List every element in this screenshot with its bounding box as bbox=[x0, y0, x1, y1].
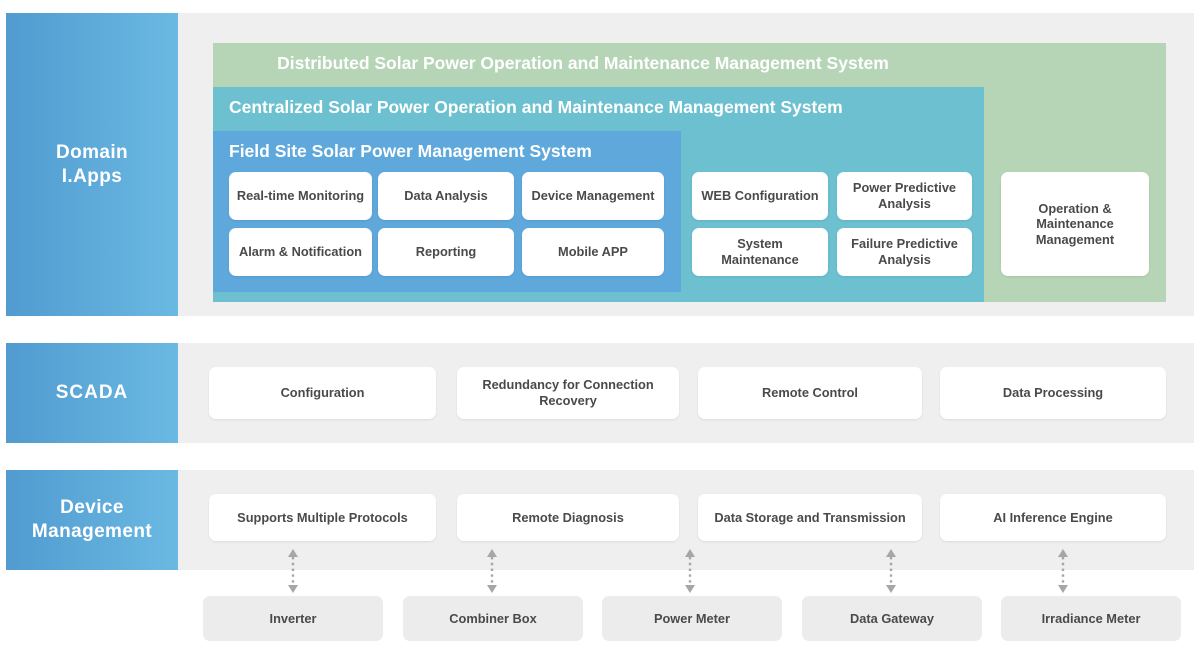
row-label-scada: SCADA bbox=[6, 343, 178, 443]
device-card-remote-diagnosis[interactable]: Remote Diagnosis bbox=[457, 494, 679, 541]
row-label-device-management: Device Management bbox=[6, 470, 178, 570]
double-arrow-icon bbox=[486, 549, 498, 593]
row-label-scada-text: SCADA bbox=[55, 382, 129, 404]
app-card-system-maintenance[interactable]: System Maintenance bbox=[692, 228, 828, 276]
double-arrow-icon bbox=[885, 549, 897, 593]
hardware-box-power-meter[interactable]: Power Meter bbox=[602, 596, 782, 641]
scada-card-remote-control[interactable]: Remote Control bbox=[698, 367, 922, 419]
scada-card-configuration[interactable]: Configuration bbox=[209, 367, 436, 419]
app-card-data-analysis[interactable]: Data Analysis bbox=[378, 172, 514, 220]
app-card-operation-maintenance-management[interactable]: Operation & Maintenance Management bbox=[1001, 172, 1149, 276]
hardware-box-inverter[interactable]: Inverter bbox=[203, 596, 383, 641]
app-card-alarm-notification[interactable]: Alarm & Notification bbox=[229, 228, 372, 276]
app-card-real-time-monitoring[interactable]: Real-time Monitoring bbox=[229, 172, 372, 220]
layer-title-field-site: Field Site Solar Power Management System bbox=[229, 141, 592, 161]
hardware-box-irradiance-meter[interactable]: Irradiance Meter bbox=[1001, 596, 1181, 641]
scada-card-data-processing[interactable]: Data Processing bbox=[940, 367, 1166, 419]
app-card-mobile-app[interactable]: Mobile APP bbox=[522, 228, 664, 276]
app-card-failure-predictive-analysis[interactable]: Failure Predictive Analysis bbox=[837, 228, 972, 276]
app-card-device-management[interactable]: Device Management bbox=[522, 172, 664, 220]
scada-card-redundancy-for-connection-recovery[interactable]: Redundancy for Connection Recovery bbox=[457, 367, 679, 419]
row-label-device-management-text: Device Management bbox=[31, 497, 153, 542]
hardware-box-data-gateway[interactable]: Data Gateway bbox=[802, 596, 982, 641]
hardware-box-combiner-box[interactable]: Combiner Box bbox=[403, 596, 583, 641]
device-card-ai-inference-engine[interactable]: AI Inference Engine bbox=[940, 494, 1166, 541]
device-card-data-storage-and-transmission[interactable]: Data Storage and Transmission bbox=[698, 494, 922, 541]
row-label-domain-apps-text: Domain I.Apps bbox=[55, 141, 129, 187]
device-card-supports-multiple-protocols[interactable]: Supports Multiple Protocols bbox=[209, 494, 436, 541]
row-label-domain-apps: Domain I.Apps bbox=[6, 13, 178, 316]
layer-title-centralized: Centralized Solar Power Operation and Ma… bbox=[229, 97, 843, 117]
double-arrow-icon bbox=[684, 549, 696, 593]
double-arrow-icon bbox=[1057, 549, 1069, 593]
app-card-web-configuration[interactable]: WEB Configuration bbox=[692, 172, 828, 220]
app-card-reporting[interactable]: Reporting bbox=[378, 228, 514, 276]
app-card-power-predictive-analysis[interactable]: Power Predictive Analysis bbox=[837, 172, 972, 220]
layer-title-distributed: Distributed Solar Power Operation and Ma… bbox=[277, 53, 889, 73]
double-arrow-icon bbox=[287, 549, 299, 593]
